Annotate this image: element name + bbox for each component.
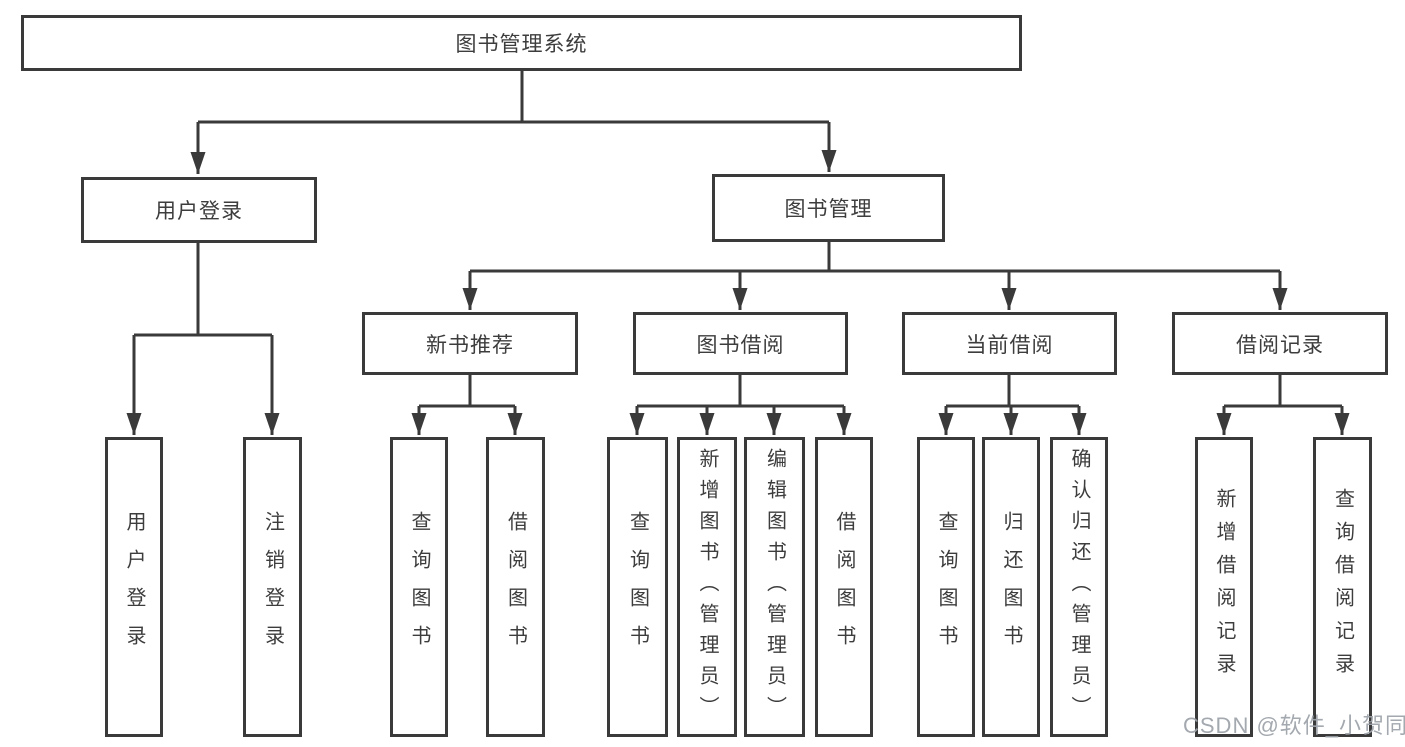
node-user-login: 用户登录 <box>81 177 317 243</box>
leaf-label: 用户登录 <box>123 511 145 663</box>
node-new-book-recommend: 新书推荐 <box>362 312 578 375</box>
node-book-borrow: 图书借阅 <box>633 312 848 375</box>
leaf-label: 查询图书 <box>626 511 649 663</box>
node-borrow-records: 借阅记录 <box>1172 312 1388 375</box>
leaf-label: 归还图书 <box>1000 511 1022 663</box>
leaf-logout: 注销登录 <box>243 437 302 737</box>
leaf-return-books: 归还图书 <box>982 437 1040 737</box>
leaf-label: 借阅图书 <box>833 511 855 663</box>
leaf-query-books-borrow: 查询图书 <box>607 437 668 737</box>
leaf-label: 新增借阅记录 <box>1213 488 1235 686</box>
leaf-label: 编辑图书（管理员） <box>763 447 786 727</box>
node-book-management: 图书管理 <box>712 174 945 242</box>
leaf-label: 借阅图书 <box>504 511 527 663</box>
edge-bookmgmt-trunk <box>470 242 1280 273</box>
leaf-add-books-admin: 新增图书（管理员） <box>677 437 737 737</box>
leaf-edit-books-admin: 编辑图书（管理员） <box>744 437 805 737</box>
edge-newbook-trunk <box>419 375 515 408</box>
leaf-query-books-current: 查询图书 <box>917 437 975 737</box>
edge-current-trunk <box>946 375 1079 408</box>
node-label: 借阅记录 <box>1236 333 1324 357</box>
leaf-label: 新增图书（管理员） <box>696 447 718 727</box>
leaf-user-login: 用户登录 <box>105 437 163 737</box>
node-label: 新书推荐 <box>426 333 514 357</box>
leaf-label: 注销登录 <box>261 511 284 663</box>
leaf-label: 查询图书 <box>408 511 430 663</box>
leaf-add-borrow-record: 新增借阅记录 <box>1195 437 1253 737</box>
edge-userlogin-trunk <box>134 243 272 337</box>
leaf-borrow-books: 借阅图书 <box>815 437 873 737</box>
leaf-confirm-return-admin: 确认归还（管理员） <box>1050 437 1108 737</box>
node-label: 当前借阅 <box>965 333 1054 357</box>
leaf-label: 确认归还（管理员） <box>1068 447 1090 727</box>
leaf-query-books-recommend: 查询图书 <box>390 437 448 737</box>
node-label: 图书管理系统 <box>455 33 588 56</box>
node-current-borrow: 当前借阅 <box>902 312 1117 375</box>
node-label: 图书管理 <box>784 198 873 221</box>
leaf-borrow-books-recommend: 借阅图书 <box>486 437 545 737</box>
leaf-query-borrow-record: 查询借阅记录 <box>1313 437 1372 737</box>
csdn-watermark: CSDN @软件_小贺同学 <box>1183 713 1405 738</box>
node-library-management-system: 图书管理系统 <box>21 15 1022 71</box>
node-label: 用户登录 <box>155 200 243 223</box>
edge-records-trunk <box>1224 375 1342 408</box>
node-label: 图书借阅 <box>696 333 785 357</box>
edge-borrow-trunk <box>637 375 844 408</box>
leaf-label: 查询借阅记录 <box>1331 488 1354 686</box>
edge-root-trunk <box>198 71 829 124</box>
leaf-label: 查询图书 <box>935 511 957 663</box>
